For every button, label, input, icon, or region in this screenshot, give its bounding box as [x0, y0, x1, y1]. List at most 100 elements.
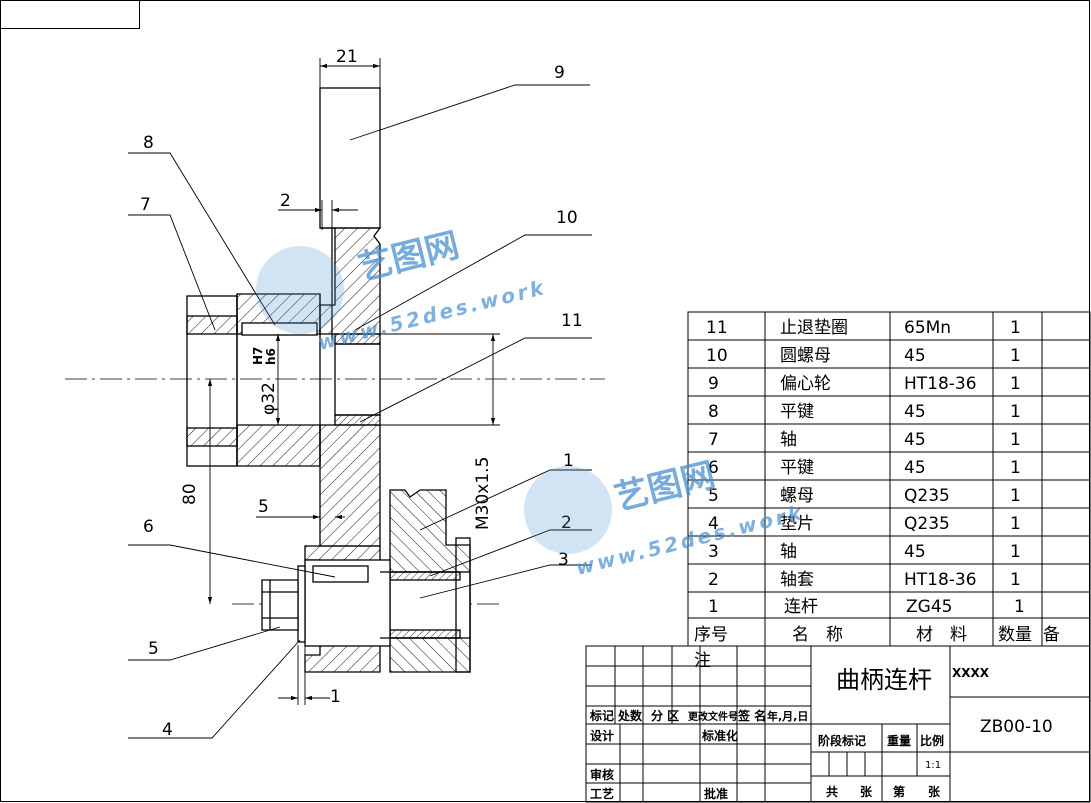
- dim-2-top: 2: [280, 191, 291, 211]
- dim-fit-lower: h6: [264, 348, 278, 365]
- bom-row: 9 偏心轮 HT18-36 1: [708, 374, 1021, 394]
- scale-value: 1:1: [925, 760, 941, 771]
- bom-material: 65Mn: [904, 318, 951, 338]
- label-total: 共: [826, 784, 838, 799]
- bom-material: ZG45: [906, 597, 952, 617]
- label-sheets: 张: [860, 784, 873, 799]
- bom-header-note2: 注: [694, 651, 711, 671]
- callout-2: 2: [561, 513, 572, 533]
- bom-no: 7: [708, 430, 719, 450]
- bom-qty: 1: [1014, 597, 1025, 617]
- rev-header-date: 年,月,日: [767, 709, 808, 723]
- bom-material: Q235: [904, 486, 950, 506]
- bom-row: 5 螺母 Q235 1: [708, 486, 1021, 506]
- rev-header-doc: 更改文件号: [688, 710, 738, 723]
- bom-name: 螺母: [780, 486, 814, 506]
- part-7-shaft-hub: [186, 228, 381, 467]
- callout-5: 5: [148, 639, 159, 659]
- label-sheet-no: 第: [893, 784, 905, 799]
- bom-qty: 1: [1010, 458, 1021, 478]
- callout-10: 10: [556, 208, 578, 228]
- bom-header-qty: 数量: [998, 625, 1032, 645]
- rev-header-mark: 标记: [589, 708, 614, 723]
- bom-row: 10 圆螺母 45 1: [706, 346, 1021, 366]
- rev-header-sign: 签 名: [737, 708, 766, 723]
- callout-3: 3: [558, 550, 569, 570]
- callout-1: 1: [563, 451, 574, 471]
- label-design: 设计: [590, 728, 614, 743]
- bom-qty: 1: [1010, 402, 1021, 422]
- bom-row: 11 止退垫圈 65Mn 1: [706, 318, 1021, 338]
- bom-material: 45: [904, 542, 926, 562]
- rev-header-zone: 分 区: [651, 708, 679, 723]
- label-sheet-unit: 张: [928, 784, 941, 799]
- bom-no: 10: [706, 346, 728, 366]
- callout-8: 8: [143, 133, 154, 153]
- bom-name: 垫片: [780, 514, 814, 534]
- bom-no: 8: [708, 402, 719, 422]
- label-weight: 重量: [887, 733, 911, 748]
- dim-5: 5: [258, 497, 269, 517]
- bom-no: 6: [708, 458, 719, 478]
- bom-name: 止退垫圈: [780, 318, 848, 338]
- bom-material: 45: [904, 458, 926, 478]
- callout-4: 4: [162, 720, 173, 740]
- label-stage: 阶段标记: [818, 733, 866, 748]
- bom-header-material: 材 料: [916, 625, 967, 645]
- dim-21: 21: [336, 47, 358, 67]
- dim-fit-dia: φ32: [259, 382, 279, 415]
- revision-header: 标记 处数 分 区 更改文件号 签 名 年,月,日: [589, 708, 808, 723]
- drawing-code: ZB00-10: [980, 717, 1053, 737]
- bom-row: 4 垫片 Q235 1: [708, 514, 1021, 534]
- bom-no: 11: [706, 318, 728, 338]
- bom-no: 1: [708, 597, 719, 617]
- bom-name: 偏心轮: [780, 374, 831, 394]
- drawing-title: 曲柄连杆: [836, 666, 932, 694]
- watermark-globe-icon: [524, 466, 612, 554]
- watermark-globe-icon: [256, 246, 344, 334]
- callout-11: 11: [561, 311, 583, 331]
- callout-6: 6: [143, 517, 154, 537]
- bom-qty: 1: [1010, 430, 1021, 450]
- bom-row: 7 轴 45 1: [708, 430, 1021, 450]
- bom-name: 平键: [780, 458, 814, 478]
- bom-name: 轴套: [780, 570, 814, 590]
- bom-header-no: 序号: [694, 625, 728, 645]
- label-review: 审核: [590, 767, 614, 782]
- bom-no: 9: [708, 374, 719, 394]
- title-block: 曲柄连杆 XXXX ZB00-10 标记 处数 分 区 更改文件号 签 名 年,…: [585, 645, 1091, 803]
- bom-qty: 1: [1010, 374, 1021, 394]
- bom-qty: 1: [1010, 318, 1021, 338]
- label-approve: 批准: [704, 786, 728, 801]
- bom-row: 6 平键 45 1: [708, 458, 1021, 478]
- bom-no: 3: [708, 542, 719, 562]
- label-scale: 比例: [920, 733, 944, 748]
- bom-material: HT18-36: [904, 570, 977, 590]
- bom-name: 圆螺母: [780, 346, 831, 366]
- bom-row: 8 平键 45 1: [708, 402, 1021, 422]
- bom-header-name: 名 称: [792, 625, 843, 645]
- bom-name: 轴: [780, 430, 797, 450]
- bom-material: 45: [904, 346, 926, 366]
- bom-name: 连杆: [784, 597, 818, 617]
- bom-name: 轴: [780, 542, 797, 562]
- bom-row: 1 连杆 ZG45 1: [708, 597, 1025, 617]
- bom-row: 3 轴 45 1: [708, 542, 1021, 562]
- bom-name: 平键: [780, 402, 814, 422]
- bom-qty: 1: [1010, 346, 1021, 366]
- label-process: 工艺: [590, 786, 614, 801]
- bom-no: 4: [708, 514, 719, 534]
- bom-qty: 1: [1010, 486, 1021, 506]
- bom-qty: 1: [1010, 542, 1021, 562]
- dim-1: 1: [330, 687, 341, 707]
- bom-row: 2 轴套 HT18-36 1: [708, 570, 1021, 590]
- dim-fit-upper: H7: [251, 347, 265, 365]
- bom-material: 45: [904, 402, 926, 422]
- bom-qty: 1: [1010, 514, 1021, 534]
- bom-material: Q235: [904, 514, 950, 534]
- bom-no: 5: [708, 486, 719, 506]
- bom-material: 45: [904, 430, 926, 450]
- bom-table: 11 止退垫圈 65Mn 1 10 圆螺母 45 1 9 偏心轮 HT18-36…: [687, 311, 1091, 671]
- rev-header-count: 处数: [617, 708, 643, 723]
